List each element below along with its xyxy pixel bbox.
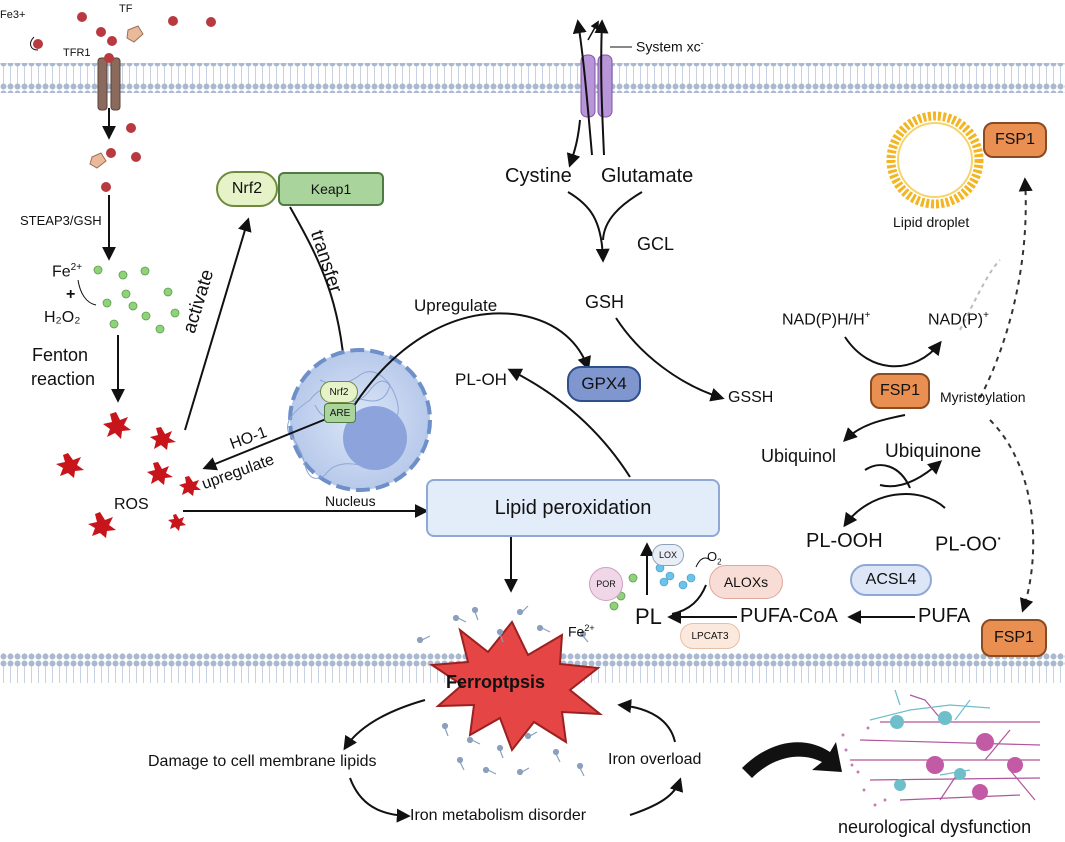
- neuro-label: neurological dysfunction: [838, 817, 1032, 837]
- cystine-label: Cystine: [505, 165, 572, 187]
- fenton-label-line2: reaction: [31, 369, 96, 389]
- ros-label: ROS: [114, 496, 149, 513]
- o2-label: O2: [707, 549, 722, 567]
- plus-label: +: [66, 286, 76, 303]
- gssh-label: GSSH: [728, 389, 774, 406]
- nucleus-icon: [287, 348, 432, 492]
- gcl-label: GCL: [637, 234, 675, 254]
- iron-dots: [33, 12, 216, 192]
- are-box: ARE: [324, 403, 356, 423]
- lox-box: LOX: [652, 544, 684, 566]
- system-xc-label: System xc-: [636, 38, 704, 55]
- nucleus-label: Nucleus: [325, 493, 376, 509]
- lipid-fe2-label: Fe2+: [568, 623, 595, 640]
- fe2-dots: [93, 265, 180, 334]
- outcome-arrow-icon: [742, 742, 842, 778]
- lpcat3-box: LPCAT3: [680, 623, 740, 649]
- oxygen-dots: [655, 563, 696, 590]
- system-xc-transporter-icon: [566, 19, 632, 168]
- acsl4-box: ACSL4: [850, 564, 932, 596]
- fsp1-mid-box: FSP1: [870, 373, 930, 409]
- fenton-label-line1: Fenton: [32, 345, 89, 365]
- gpx4-box: GPX4: [567, 366, 641, 402]
- alox-box: ALOXs: [709, 565, 783, 599]
- neuron-icon: [841, 689, 1041, 807]
- steap3-label: STEAP3/GSH: [20, 213, 102, 228]
- gsh-label: GSH: [585, 292, 625, 312]
- ploh-label: PL-OH: [455, 370, 507, 389]
- nucleus-nrf2-box: Nrf2: [320, 381, 358, 403]
- pufa-label: PUFA: [918, 605, 971, 627]
- damage-label: Damage to cell membrane lipids: [148, 753, 377, 770]
- top-membrane: [0, 63, 1065, 93]
- keap1-box: Keap1: [278, 172, 384, 206]
- tfr1-receptor-icon: [97, 53, 121, 111]
- ubiquinone-label: Ubiquinone: [885, 441, 982, 462]
- iron-overload-label: Iron overload: [608, 751, 702, 768]
- lipid-droplet-icon: [886, 111, 984, 209]
- ros-burst-icon: [56, 412, 201, 538]
- fsp1-bottom-box: FSP1: [981, 619, 1047, 657]
- pufa-coa-label: PUFA-CoA: [740, 605, 838, 627]
- glutamate-label: Glutamate: [601, 165, 694, 187]
- myristoylation-label: Myristoylation: [940, 389, 1026, 405]
- ferroptosis-burst-icon: [429, 620, 604, 753]
- h2o2-label: H₂O₂: [44, 309, 81, 326]
- fe2-label: Fe2+: [52, 262, 83, 281]
- lipid-peroxidation-box: Lipid peroxidation: [426, 479, 720, 537]
- iron-metabolism-label: Iron metabolism disorder: [410, 807, 587, 824]
- ubiquinol-label: Ubiquinol: [761, 446, 837, 466]
- transferrin-icon: [89, 25, 144, 169]
- por-box: POR: [589, 567, 623, 601]
- upregulate-gpx4-label: Upregulate: [414, 296, 498, 315]
- ferroptosis-label: Ferroptpsis: [446, 672, 546, 692]
- lipid-fragment-icons: [416, 605, 589, 777]
- fe3-label: Fe3+: [0, 9, 26, 21]
- lipid-droplet-label: Lipid droplet: [893, 214, 970, 230]
- plooh-label: PL-OOH: [806, 530, 883, 552]
- ploo-label: PL-OO·: [935, 530, 1002, 556]
- fsp1-top-box: FSP1: [983, 122, 1047, 158]
- tf-label: TF: [119, 3, 133, 15]
- nadp-label: NAD(P)+: [928, 310, 989, 329]
- nrf2-box: Nrf2: [216, 171, 278, 207]
- tfr1-label: TFR1: [63, 47, 91, 59]
- nadph-label: NAD(P)H/H+: [782, 310, 871, 329]
- pl-label: PL: [635, 604, 662, 629]
